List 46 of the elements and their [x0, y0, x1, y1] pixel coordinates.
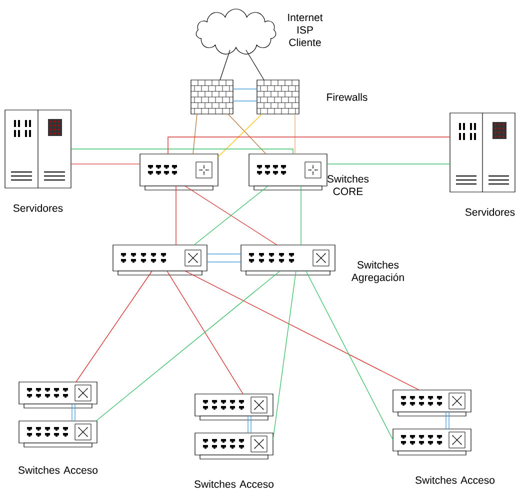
cable-line	[184, 270, 420, 390]
group-label: Switches Acceso	[18, 466, 98, 474]
switch-icon	[194, 394, 274, 420]
switch-icon	[194, 432, 274, 460]
caption-label: Servidores	[465, 208, 515, 216]
switch-icon	[240, 244, 336, 276]
cable-line	[76, 270, 152, 382]
cable-line	[194, 186, 268, 246]
cable-line	[220, 50, 230, 80]
cable-line	[184, 186, 278, 246]
cable-line	[294, 114, 296, 154]
cable-line	[300, 186, 302, 246]
cable-line	[232, 100, 258, 102]
cable-line	[96, 270, 280, 422]
group-label: Switches Acceso	[194, 480, 274, 488]
cable-line	[192, 114, 198, 154]
group-label: Switches Acceso	[416, 476, 495, 484]
cable-line	[74, 404, 76, 422]
cable-line	[218, 114, 262, 158]
switch-icon	[248, 154, 328, 190]
switch-icon	[392, 390, 472, 416]
group-label: Switches Agregación	[351, 260, 404, 284]
firewall-icon	[256, 80, 300, 114]
cable-line	[246, 50, 264, 80]
cable-line	[232, 88, 258, 90]
cable-line	[306, 270, 394, 440]
cable-line	[250, 416, 252, 434]
cloud-icon	[196, 8, 276, 54]
server-icon	[4, 110, 72, 188]
caption-label: Servidores	[13, 204, 63, 212]
switch-icon	[18, 420, 98, 448]
cable-line	[228, 114, 266, 154]
server-icon	[450, 112, 516, 192]
switch-icon	[18, 382, 98, 408]
group-label: Switches CORE	[327, 174, 369, 196]
cable-line	[448, 412, 450, 430]
cable-line	[70, 148, 294, 154]
firewall-icon	[190, 80, 234, 114]
switch-icon	[392, 428, 472, 456]
cable-line	[168, 136, 450, 154]
caption-label: Internet ISP Cliente	[288, 14, 323, 46]
cable-line	[166, 270, 244, 394]
switch-icon	[140, 154, 218, 190]
cable-line	[272, 270, 296, 440]
group-label: Firewalls	[327, 93, 368, 101]
switch-icon	[112, 244, 208, 276]
